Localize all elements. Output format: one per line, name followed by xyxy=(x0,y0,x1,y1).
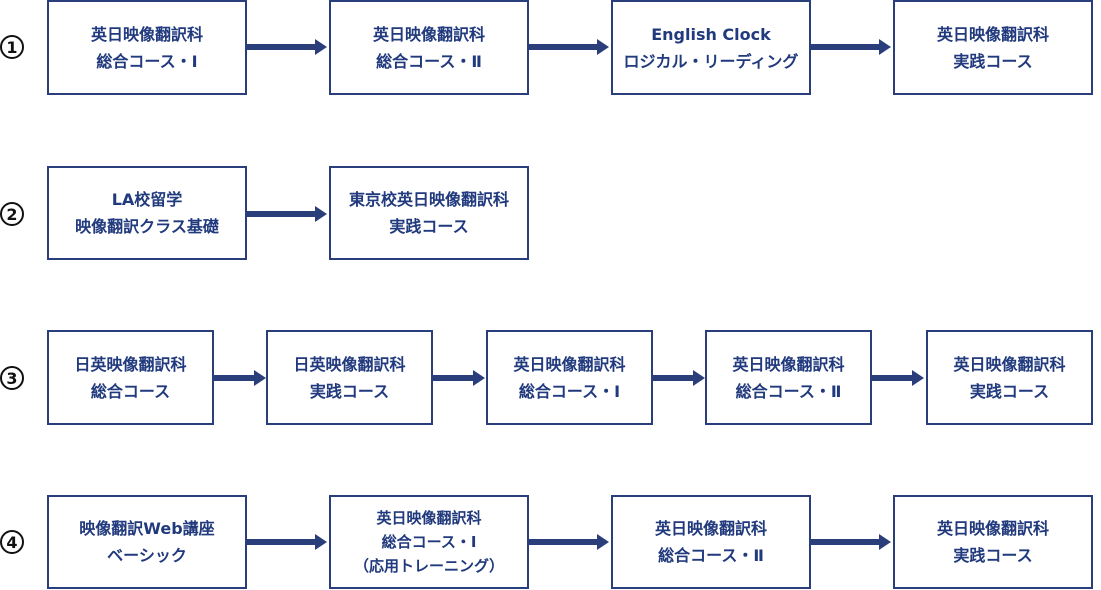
row-4-box-3: 英日映像翻訳科 総合コース・Ⅱ xyxy=(611,495,811,589)
box-line: 英日映像翻訳科 xyxy=(936,24,1049,44)
box-line: 実践コース xyxy=(953,51,1033,71)
row-2-box-2: 東京校英日映像翻訳科 実践コース xyxy=(329,166,529,260)
box-line: 映像翻訳Web講座 xyxy=(79,519,215,538)
arrow-icon xyxy=(529,39,609,55)
box-line: 総合コース・Ⅱ xyxy=(376,51,482,71)
row-3-number: 3 xyxy=(0,366,24,390)
box-line: 英日映像翻訳科 xyxy=(372,24,485,44)
box-line: 実践コース xyxy=(969,381,1050,401)
box-line: 映像翻訳クラス基礎 xyxy=(75,217,219,236)
box-line: 英日映像翻訳科 xyxy=(513,354,626,374)
box-line: 実践コース xyxy=(389,217,469,236)
box-line: ベーシック xyxy=(107,546,187,565)
box-line: ロジカル・リーディング xyxy=(623,51,799,71)
arrow-icon xyxy=(653,370,705,386)
arrow-icon xyxy=(529,534,609,550)
arrow-icon xyxy=(811,534,891,550)
box-line: 日英映像翻訳科 xyxy=(293,354,406,374)
box-line: 総合コース・Ⅰ xyxy=(381,533,477,551)
arrow-icon xyxy=(247,534,327,550)
row-4-number: 4 xyxy=(0,530,24,554)
box-line: 総合コース・Ⅰ xyxy=(96,51,198,71)
row-1-number: 1 xyxy=(0,35,24,59)
row-1-box-3: English Clock ロジカル・リーディング xyxy=(611,0,811,95)
box-line: 総合コース・Ⅱ xyxy=(735,381,842,401)
box-line: 英日映像翻訳科 xyxy=(376,509,482,527)
box-line: 総合コース xyxy=(90,381,171,401)
box-line: 英日映像翻訳科 xyxy=(953,354,1066,374)
arrow-icon xyxy=(214,370,266,386)
row-3-box-5: 英日映像翻訳科 実践コース xyxy=(926,330,1093,425)
arrow-icon xyxy=(811,39,891,55)
row-3-box-2: 日英映像翻訳科 実践コース xyxy=(266,330,433,425)
row-3-box-3: 英日映像翻訳科 総合コース・Ⅰ xyxy=(486,330,653,425)
box-line: 総合コース・Ⅱ xyxy=(658,546,764,565)
box-line: 日英映像翻訳科 xyxy=(74,354,187,374)
arrow-icon xyxy=(433,370,485,386)
arrow-icon xyxy=(872,370,924,386)
box-line: LA校留学 xyxy=(111,190,183,209)
row-3-box-4: 英日映像翻訳科 総合コース・Ⅱ xyxy=(705,330,872,425)
box-line: 英日映像翻訳科 xyxy=(90,24,203,44)
row-3-box-1: 日英映像翻訳科 総合コース xyxy=(47,330,214,425)
row-1-box-4: 英日映像翻訳科 実践コース xyxy=(893,0,1093,95)
box-line: 実践コース xyxy=(953,546,1033,565)
box-line: 東京校英日映像翻訳科 xyxy=(348,190,509,209)
row-1-box-1: 英日映像翻訳科 総合コース・Ⅰ xyxy=(47,0,247,95)
box-line: 英日映像翻訳科 xyxy=(732,354,845,374)
box-line: 英日映像翻訳科 xyxy=(936,519,1049,538)
row-4-box-4: 英日映像翻訳科 実践コース xyxy=(893,495,1093,589)
box-line: 実践コース xyxy=(309,381,390,401)
row-2-number: 2 xyxy=(0,202,24,226)
row-2-box-1: LA校留学 映像翻訳クラス基礎 xyxy=(47,166,247,260)
arrow-icon xyxy=(247,206,327,222)
box-line: 総合コース・Ⅰ xyxy=(518,381,621,401)
arrow-icon xyxy=(247,39,327,55)
row-4-box-2: 英日映像翻訳科 総合コース・Ⅰ （応用トレーニング） xyxy=(329,495,529,589)
row-1-box-2: 英日映像翻訳科 総合コース・Ⅱ xyxy=(329,0,529,95)
row-4-box-1: 映像翻訳Web講座 ベーシック xyxy=(47,495,247,589)
box-line: （応用トレーニング） xyxy=(353,557,504,575)
box-line: 英日映像翻訳科 xyxy=(654,519,767,538)
box-line: English Clock xyxy=(651,24,771,44)
